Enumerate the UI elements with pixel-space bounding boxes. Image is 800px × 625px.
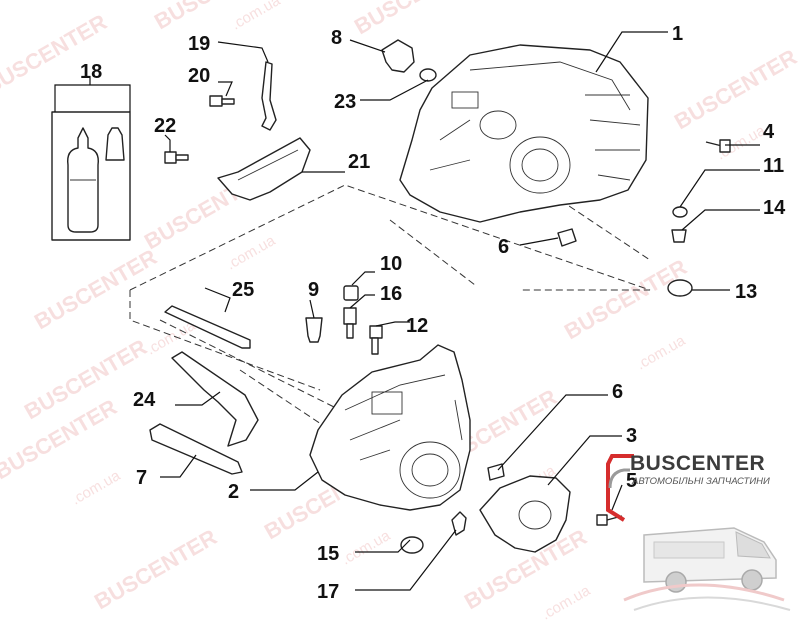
callout-6-lower: 6 <box>612 381 623 403</box>
brand-name: BUSCENTER <box>630 452 766 475</box>
part-2-gearbox-housing <box>309 344 471 511</box>
assembly-guide-lines <box>129 184 651 431</box>
part-13-o-ring <box>667 279 693 297</box>
callout-18: 18 <box>80 61 102 83</box>
part-10-cap <box>343 285 359 301</box>
part-18-sealant-kit <box>51 111 131 241</box>
callout-24: 24 <box>133 389 156 411</box>
callout-3: 3 <box>626 425 637 447</box>
callout-12: 12 <box>406 315 428 337</box>
part-25-shift-rod <box>164 305 251 349</box>
watermark-text: BUSCENTER <box>350 0 481 39</box>
part-20-bolt <box>209 95 235 107</box>
callout-6-upper: 6 <box>498 236 509 258</box>
watermark-text: BUSCENTER <box>670 44 800 134</box>
watermark-text: .com.ua <box>224 232 279 274</box>
part-11-seal-ring <box>672 206 688 218</box>
brand-logo: BUSCENTER АВТОМОБІЛЬНІ ЗАПЧАСТИНИ <box>604 450 800 625</box>
part-12-sensor <box>369 325 383 355</box>
callout-17: 17 <box>317 581 339 603</box>
brand-tagline: АВТОМОБІЛЬНІ ЗАПЧАСТИНИ <box>632 476 770 487</box>
watermark-text: BUSCENTER <box>90 524 221 614</box>
part-8-bracket <box>381 39 415 73</box>
part-22-bolt <box>164 151 189 164</box>
part-15-oil-seal <box>400 536 424 554</box>
callout-4: 4 <box>763 121 775 143</box>
callout-14: 14 <box>763 197 786 219</box>
part-6-dowel-upper <box>557 228 577 247</box>
part-17-seal <box>451 511 467 536</box>
watermark-text: .com.ua <box>539 582 594 624</box>
part-19-clip <box>261 61 277 131</box>
callout-2: 2 <box>228 481 239 503</box>
part-7-shift-rail <box>149 423 243 475</box>
watermark-text: .com.ua <box>634 332 689 374</box>
part-4-bolt <box>705 139 731 153</box>
part-24-shift-fork <box>171 351 259 447</box>
callout-11: 11 <box>763 155 784 177</box>
callout-25: 25 <box>232 279 254 301</box>
watermark-text: .com.ua <box>339 527 394 569</box>
watermark-text: BUSCENTER <box>560 254 691 344</box>
callout-20: 20 <box>188 65 210 87</box>
callout-labels: 18 19 20 22 21 8 23 1 4 11 14 13 6 9 10 … <box>80 23 786 603</box>
callout-16: 16 <box>380 283 402 305</box>
callout-21: 21 <box>348 151 370 173</box>
part-16-sensor <box>343 307 357 339</box>
callout-19: 19 <box>188 33 210 55</box>
callout-10: 10 <box>380 253 402 275</box>
callout-13: 13 <box>735 281 757 303</box>
part-14-drain-plug <box>671 229 687 243</box>
part-3-rear-cover <box>479 475 571 553</box>
callout-9: 9 <box>308 279 319 301</box>
part-21-cover-shield <box>217 137 311 201</box>
callout-22: 22 <box>154 115 176 137</box>
part-1-clutch-housing <box>399 44 649 223</box>
callout-7: 7 <box>136 467 147 489</box>
brand-logo-graphic <box>606 454 791 611</box>
callout-1: 1 <box>672 23 683 45</box>
callout-8: 8 <box>331 27 342 49</box>
detail-line <box>237 149 299 181</box>
leader-lines <box>54 31 760 591</box>
watermark-text: BUSCENTER <box>30 244 161 334</box>
callout-5: 5 <box>626 470 637 492</box>
watermark-text: .com.ua <box>69 467 124 509</box>
watermark-text: .com.ua <box>229 0 284 33</box>
part-9-plug <box>305 317 323 343</box>
part-23-o-ring <box>419 68 437 82</box>
callout-15: 15 <box>317 543 339 565</box>
callout-23: 23 <box>334 91 356 113</box>
